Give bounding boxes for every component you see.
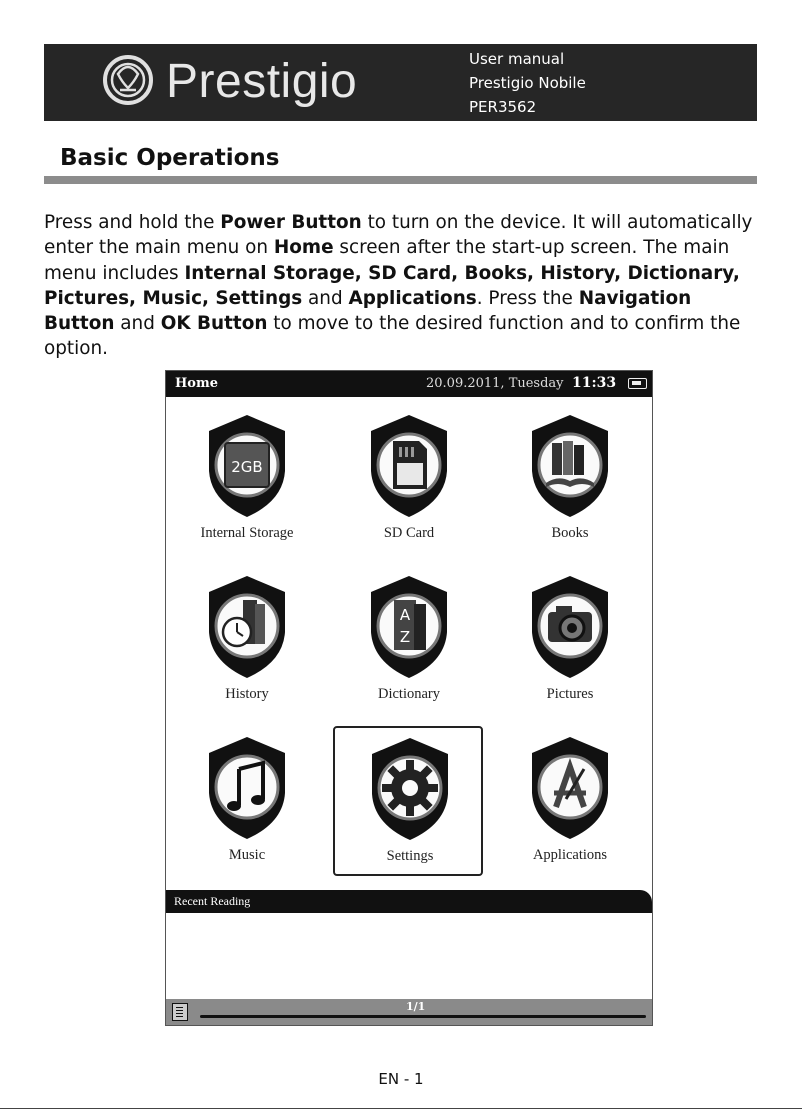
sd-card-icon	[371, 415, 447, 517]
menu-label: Internal Storage	[200, 525, 294, 541]
menu-item-pictures[interactable]: Pictures	[495, 566, 645, 716]
intro-text: to turn on the device. It will automatic…	[44, 212, 753, 259]
gear-icon	[372, 738, 448, 840]
intro-text: and	[114, 313, 161, 335]
dictionary-icon: A Z	[371, 576, 447, 678]
applications-icon	[532, 737, 608, 839]
page-progress-track	[200, 1015, 646, 1018]
heading-divider	[44, 176, 757, 184]
status-date: 20.09.2011, Tuesday	[426, 376, 564, 391]
intro-bold: Internal Storage, SD Card, Books, Histor…	[44, 262, 740, 309]
recent-reading-header: Recent Reading	[166, 890, 652, 913]
recent-reading-label: Recent Reading	[174, 894, 251, 908]
camera-icon	[532, 576, 608, 678]
intro-bold: Navigation Button	[44, 287, 692, 335]
dictionary-letter-z: Z	[400, 628, 410, 646]
menu-item-settings[interactable]: Settings	[333, 726, 483, 876]
intro-text: and	[302, 287, 349, 309]
menu-label: Music	[228, 847, 266, 863]
screen-title: Home	[175, 376, 218, 391]
menu-item-sd-card[interactable]: SD Card	[334, 405, 484, 555]
book-icon[interactable]	[172, 1003, 188, 1021]
history-clock-icon	[209, 576, 285, 678]
menu-label: Settings	[386, 848, 434, 864]
status-bar: Home 20.09.2011, Tuesday 11:33	[166, 371, 652, 397]
intro-bold: Applications	[348, 287, 477, 309]
battery-icon	[628, 378, 647, 389]
menu-item-history[interactable]: History	[172, 566, 322, 716]
intro-text: screen after the start-up screen. The ma…	[44, 237, 730, 284]
intro-bold: Power Button	[220, 212, 362, 233]
banner-info: User manual Prestigio Nobile PER3562	[469, 47, 586, 119]
page-indicator: 1/1	[406, 1000, 426, 1013]
intro-bold: Home	[273, 237, 334, 259]
menu-label: Pictures	[546, 686, 594, 702]
device-home-screen: Home 20.09.2011, Tuesday 11:33 2GB Inter…	[165, 370, 653, 1026]
menu-item-books[interactable]: Books	[495, 405, 645, 555]
music-note-icon	[209, 737, 285, 839]
footer-divider	[0, 1108, 802, 1109]
doc-type: User manual	[469, 50, 565, 68]
model-code: PER3562	[469, 98, 537, 116]
bottom-bar: 1/1	[166, 999, 652, 1025]
menu-label: History	[225, 686, 269, 702]
brand-logo-text: Prestigio	[166, 55, 358, 108]
intro-bold: OK Button	[160, 313, 268, 335]
menu-item-music[interactable]: Music	[172, 727, 322, 877]
menu-label: SD Card	[383, 525, 435, 541]
menu-item-applications[interactable]: Applications	[495, 727, 645, 877]
section-title: Basic Operations	[60, 145, 280, 171]
dictionary-letter-a: A	[400, 606, 411, 624]
intro-text: to move to the desired function and to c…	[44, 313, 741, 360]
chip-label: 2GB	[231, 458, 262, 476]
intro-text: Press and hold the	[44, 212, 221, 233]
menu-label: Dictionary	[377, 686, 440, 702]
memory-chip-icon: 2GB	[209, 415, 285, 517]
menu-item-internal-storage[interactable]: 2GB Internal Storage	[172, 405, 322, 555]
books-icon	[532, 415, 608, 517]
menu-label: Books	[551, 525, 589, 541]
menu-item-dictionary[interactable]: A Z Dictionary	[334, 566, 484, 716]
status-time: 11:33	[572, 375, 617, 391]
intro-text: . Press the	[476, 287, 579, 309]
prestigio-logo-icon	[103, 55, 153, 105]
intro-paragraph: Press and hold the Power Button to turn …	[44, 210, 764, 362]
model-name: Prestigio Nobile	[469, 74, 586, 92]
menu-label: Applications	[532, 847, 608, 863]
header-banner	[44, 44, 757, 121]
page-number: EN - 1	[378, 1070, 424, 1088]
